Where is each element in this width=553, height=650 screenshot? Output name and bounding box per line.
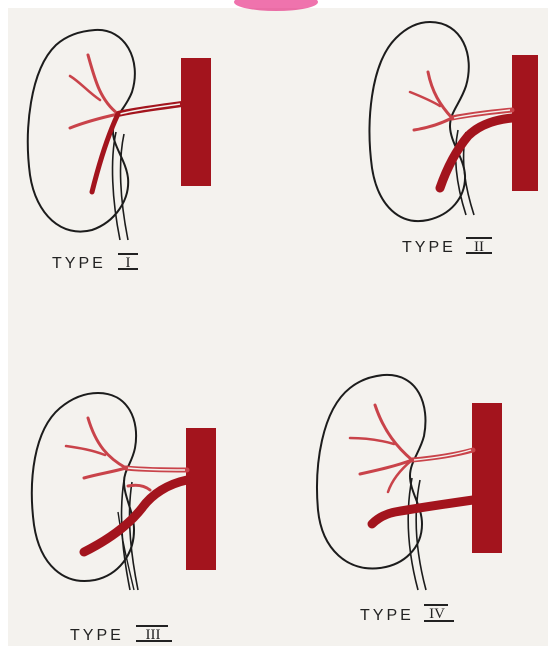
- label-type-3-numeral: III: [146, 627, 161, 643]
- label-type-4-word: TYPE: [360, 607, 414, 624]
- label-type-1: TYPE: [52, 255, 106, 272]
- label-type-3: TYPE: [70, 627, 124, 644]
- label-type-3-word: TYPE: [70, 627, 124, 644]
- aorta-2: [512, 55, 538, 191]
- label-type-4: TYPE: [360, 607, 414, 624]
- aorta-3: [186, 428, 216, 570]
- label-type-2-word: TYPE: [402, 239, 456, 256]
- label-type-2: TYPE: [402, 239, 456, 256]
- label-type-4-numeral: IV: [429, 606, 445, 622]
- label-type-1-word: TYPE: [52, 255, 106, 272]
- label-type-2-numeral: II: [474, 239, 484, 255]
- label-type-1-numeral: I: [126, 255, 131, 271]
- aorta-4: [472, 403, 502, 553]
- aorta-1: [181, 58, 211, 186]
